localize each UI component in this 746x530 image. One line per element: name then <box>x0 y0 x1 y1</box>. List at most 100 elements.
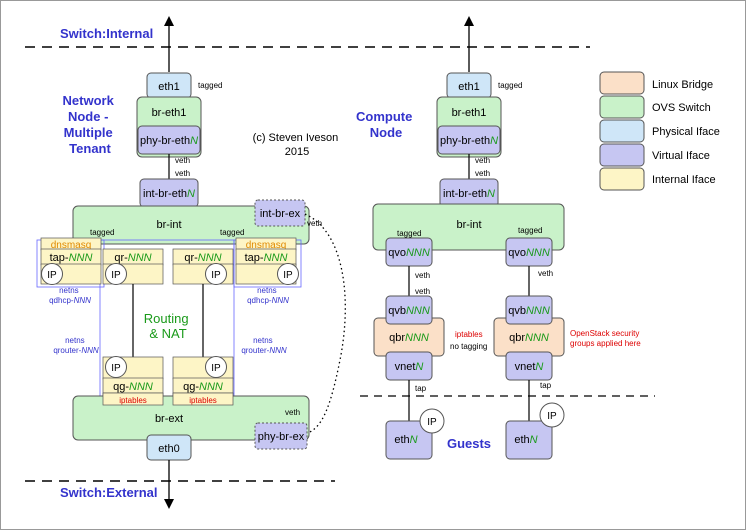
tagged-label: tagged <box>220 228 244 237</box>
phy-br-eth-label: phy-br-ethN <box>140 135 198 147</box>
br-int-label: br-int <box>156 219 181 231</box>
qrouter-netns-right-label: netns qrouter-NNN <box>241 336 287 355</box>
veth-label: veth <box>175 169 190 178</box>
eth0-label: eth0 <box>158 443 179 455</box>
uplink-arrow <box>164 16 174 26</box>
ip-label: IP <box>111 270 121 281</box>
ip-label: IP <box>283 270 293 281</box>
copyright-text: (c) Steven Iveson 2015 <box>253 132 342 158</box>
legend-label: Virtual Iface <box>652 150 710 162</box>
veth-ex-wire <box>304 213 346 433</box>
ip-circle <box>419 408 445 434</box>
qvb-right-label: qvbNNN <box>508 305 550 317</box>
qdhcp-netns-right-label: netns qdhcp-NNN <box>247 286 289 305</box>
downlink-arrow <box>164 499 174 509</box>
ip-circle <box>105 263 127 285</box>
tagged-label: tagged <box>90 228 114 237</box>
br-int-switch <box>72 205 310 245</box>
tap-label: tap <box>540 381 552 390</box>
compute-node-title: Compute Node <box>356 109 416 140</box>
legend-label: OVS Switch <box>652 102 711 114</box>
iptables-label: iptables <box>189 396 217 405</box>
ip-label: IP <box>211 270 221 281</box>
guest-eth-right-iface <box>505 420 553 460</box>
eth1-label: eth1 <box>458 81 479 93</box>
veth-label: veth <box>475 156 490 165</box>
tagged-label: tagged <box>198 81 222 90</box>
guest-eth-right-label: ethN <box>514 434 537 446</box>
tagged-label: tagged <box>518 226 542 235</box>
qvb-left-label: qvbNNN <box>388 305 430 317</box>
dnsmasq-label: dnsmasq <box>51 240 92 251</box>
legend-swatch-virtual-iface <box>599 143 645 167</box>
iptables-right-overlay <box>172 392 234 406</box>
ip-circle <box>105 356 127 378</box>
ip-label: IP <box>427 417 437 428</box>
qbr-right-label: qbrNNN <box>509 332 549 344</box>
legend-label: Linux Bridge <box>652 79 713 91</box>
tagged-label: tagged <box>397 229 421 238</box>
qvb-right-iface <box>505 295 553 325</box>
br-eth1-label: br-eth1 <box>452 107 487 119</box>
ip-circle <box>539 402 565 428</box>
switch-external-label: Switch:External <box>60 485 158 500</box>
tap-left-label: tap-NNN <box>50 252 93 264</box>
int-br-ex-iface <box>254 199 306 227</box>
int-br-eth-label: int-br-ethN <box>143 188 195 200</box>
ip-label: IP <box>547 411 557 422</box>
br-eth1-label: br-eth1 <box>152 107 187 119</box>
int-br-eth-label: int-br-ethN <box>443 188 495 200</box>
qr-right-label: qr-NNN <box>184 252 221 264</box>
qr-left-label: qr-NNN <box>114 252 151 264</box>
ip-circle <box>277 263 299 285</box>
ip-circle <box>41 263 63 285</box>
guest-eth-left-label: ethN <box>394 434 417 446</box>
switch-internal-label: Switch:Internal <box>60 26 153 41</box>
network-node-title: Network Node - Multiple Tenant <box>63 93 118 156</box>
legend-swatch-linux-bridge <box>599 71 645 95</box>
guests-label: Guests <box>447 436 491 451</box>
br-int-label: br-int <box>456 219 481 231</box>
veth-label: veth <box>475 169 490 178</box>
br-ext-label: br-ext <box>155 413 183 425</box>
ip-circle <box>205 356 227 378</box>
tagged-label: tagged <box>498 81 522 90</box>
legend: Linux Bridge OVS Switch Physical Iface V… <box>599 71 720 191</box>
vnet-left-label: vnetN <box>395 361 424 373</box>
veth-label: veth <box>307 219 322 228</box>
veth-label: veth <box>415 287 430 296</box>
qvo-left-label: qvoNNN <box>388 247 430 259</box>
veth-label: veth <box>415 271 430 280</box>
qg-right-label: qg-NNN <box>183 381 223 393</box>
veth-label: veth <box>285 408 300 417</box>
network-node: Network Node - Multiple Tenant (c) Steve… <box>36 16 346 509</box>
iptables-label: iptables <box>455 330 483 339</box>
no-tagging-label: no tagging <box>450 342 487 351</box>
qvb-left-iface <box>385 295 433 325</box>
veth-label: veth <box>538 269 553 278</box>
legend-swatch-ovs-switch <box>599 95 645 119</box>
ip-label: IP <box>47 270 57 281</box>
legend-label: Internal Iface <box>652 174 716 186</box>
compute-node: Compute Node eth1 tagged br-eth1 phy-br-… <box>356 16 641 460</box>
dnsmasq-label: dnsmasq <box>246 240 287 251</box>
compute-uplink-arrow <box>464 16 474 26</box>
iptables-label: iptables <box>119 396 147 405</box>
qdhcp-netns-left-label: netns qdhcp-NNN <box>49 286 91 305</box>
int-br-ex-label: int-br-ex <box>260 208 301 220</box>
legend-swatch-physical-iface <box>599 119 645 143</box>
phy-br-ex-label: phy-br-ex <box>258 431 305 443</box>
ip-label: IP <box>111 363 121 374</box>
phy-br-ex-iface <box>254 422 308 450</box>
qbr-left-label: qbrNNN <box>389 332 429 344</box>
routing-nat-label: Routing & NAT <box>144 311 192 341</box>
qg-left-label: qg-NNN <box>113 381 153 393</box>
qrouter-netns-left-label: netns qrouter-NNN <box>53 336 99 355</box>
tap-right-label: tap-NNN <box>245 252 288 264</box>
iptables-left-overlay <box>102 392 164 406</box>
guest-eth-left-iface <box>385 420 433 460</box>
eth1-label: eth1 <box>158 81 179 93</box>
phy-br-eth-label: phy-br-ethN <box>440 135 498 147</box>
ip-label: IP <box>211 363 221 374</box>
